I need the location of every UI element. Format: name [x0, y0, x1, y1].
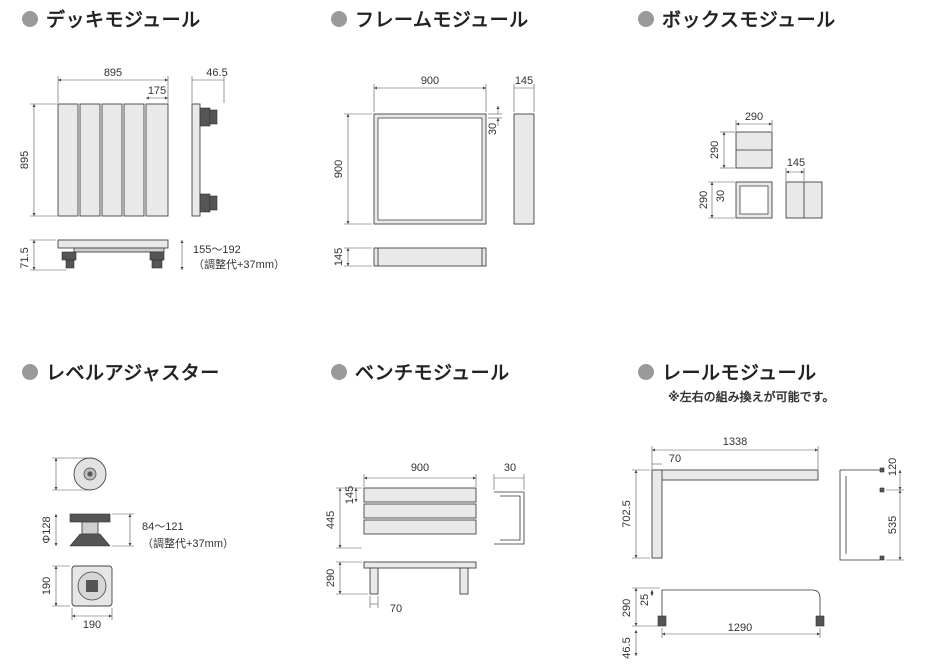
adjuster-plate: [69, 513, 111, 523]
rail-module-title: レールモジュール: [638, 358, 817, 385]
rail-module-label: レールモジュール: [662, 362, 817, 384]
deck-elevation-foot: [65, 259, 75, 269]
level-adjuster-label: レベルアジャスター: [46, 362, 220, 384]
deck-elevation-adjuster: [61, 251, 77, 261]
bench-module-drawing: 900 445 145 30 290 70: [325, 462, 525, 615]
deck-elevation-foot: [151, 259, 163, 269]
deck-elevation-joist: [73, 247, 165, 253]
frame-module-title: フレームモジュール: [331, 5, 529, 32]
box-module-drawing: 290 290 290 30 145: [698, 111, 823, 219]
deck-side-adjuster: [209, 195, 218, 211]
deck-height-label: 895: [19, 151, 31, 169]
bench-leg-h-label: 290: [325, 569, 337, 587]
deck-elevation-board: [57, 239, 169, 249]
adjuster-range-label: 84～121: [142, 521, 184, 533]
rail-foot-label: 46.5: [621, 637, 633, 658]
deck-board: [145, 103, 169, 217]
adjuster-base: [69, 533, 111, 547]
bench-leg-w-label: 70: [390, 603, 402, 615]
frame-height-label: 900: [333, 160, 345, 178]
bench-slat-label: 145: [344, 486, 356, 504]
frame-side: [513, 113, 535, 225]
deck-board: [57, 103, 79, 217]
rail-height-label: 702.5: [621, 500, 633, 528]
frame-module-drawing: 900 900 30 145 145: [333, 75, 535, 267]
adjuster-diameter-label: Φ128: [41, 516, 53, 543]
box-depth-label: 145: [787, 157, 805, 169]
rail-low-bar-label: 25: [639, 594, 651, 606]
bench-side-inner: [500, 495, 521, 541]
bullet-icon: [638, 10, 654, 27]
bench-module-label: ベンチモジュール: [355, 362, 510, 384]
deck-base-label: 71.5: [19, 247, 31, 268]
rail-bar-label: 120: [887, 458, 899, 476]
box-module-label: ボックスモジュール: [662, 9, 836, 31]
deck-module-drawing: 895 175 895 46.5 71.5 155～192 （調整代+37mm）: [19, 67, 285, 271]
rail-low-frame: [661, 589, 821, 616]
deck-side-adjuster: [209, 109, 218, 125]
bench-slat: [363, 503, 477, 519]
bullet-icon: [22, 363, 38, 380]
box-frame-inner: [739, 185, 769, 215]
deck-side-adjuster: [199, 107, 211, 127]
box-module-title: ボックスモジュール: [638, 5, 836, 32]
deck-module-label: デッキモジュール: [46, 9, 201, 31]
deck-adjust-label: 155～192: [193, 244, 241, 256]
bench-side-frame: [494, 491, 525, 545]
deck-module-title: デッキモジュール: [22, 5, 201, 32]
bullet-icon: [331, 363, 347, 380]
bullet-icon: [331, 10, 347, 27]
frame-profile-label: 30: [487, 123, 499, 135]
bench-slat: [363, 519, 477, 535]
deck-side-adjuster: [199, 193, 211, 213]
frame-width-label: 900: [421, 75, 439, 87]
rail-module-drawing: 1338 70 702.5 120 535 290 25 1290 46.5: [621, 436, 904, 659]
deck-side-label: 46.5: [206, 67, 227, 79]
deck-elevation-adjuster: [149, 251, 165, 261]
rail-width-label: 1338: [723, 436, 747, 448]
bench-module-title: ベンチモジュール: [331, 358, 510, 385]
rail-side-frame: [839, 469, 880, 561]
adjuster-base-h-label: 190: [41, 577, 53, 595]
frame-elevation: [373, 247, 487, 267]
deck-adjust-note: （調整代+37mm）: [193, 257, 285, 271]
rail-top-bar: [651, 469, 819, 481]
deck-side-board: [191, 103, 201, 217]
bench-depth-label: 30: [504, 462, 516, 474]
deck-board: [101, 103, 123, 217]
bench-width-label: 900: [411, 462, 429, 474]
rail-module-note: ※左右の組み換えが可能です。: [668, 390, 835, 404]
rail-low-h-label: 290: [621, 599, 633, 617]
level-adjuster-drawing: Φ128 84～121 （調整代+37mm） 190 190: [41, 457, 234, 631]
deck-width-label: 895: [104, 67, 122, 79]
level-adjuster-title: レベルアジャスター: [22, 358, 220, 385]
bench-slat: [363, 487, 477, 503]
box-width-label: 290: [745, 111, 763, 123]
rail-post: [651, 469, 663, 559]
frame-inner: [377, 117, 483, 221]
deck-board-label: 175: [148, 85, 166, 97]
bench-leg: [459, 567, 469, 595]
frame-side-h-label: 145: [333, 248, 345, 266]
rail-post-label: 70: [669, 453, 681, 465]
frame-module-label: フレームモジュール: [355, 9, 529, 31]
bullet-icon: [22, 10, 38, 27]
box-h2-label: 290: [698, 191, 710, 209]
rail-span-label: 535: [887, 516, 899, 534]
bullet-icon: [638, 363, 654, 380]
bench-leg: [369, 567, 379, 595]
rail-low-w-label: 1290: [728, 622, 752, 634]
bench-elevation-top: [363, 561, 477, 569]
deck-board: [79, 103, 101, 217]
adjuster-screw: [81, 521, 99, 535]
box-profile-label: 30: [715, 190, 727, 202]
frame-depth-label: 145: [515, 75, 533, 87]
box-height-label: 290: [709, 141, 721, 159]
adjuster-base-w-label: 190: [83, 619, 101, 631]
bench-height-label: 445: [325, 511, 337, 529]
adjuster-range-note: （調整代+37mm）: [142, 536, 234, 550]
deck-board: [123, 103, 145, 217]
